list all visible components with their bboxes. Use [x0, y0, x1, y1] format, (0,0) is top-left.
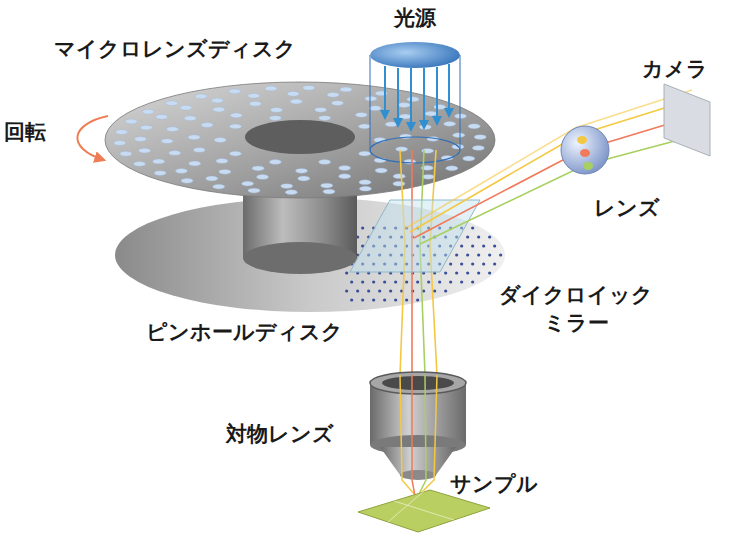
rotation-label: 回転 — [4, 118, 46, 146]
mirror-label: ダイクロイック ミラー — [486, 281, 666, 338]
camera-label: カメラ — [642, 55, 708, 83]
objective-label: 対物レンズ — [226, 420, 334, 448]
disk-label: マイクロレンズディスク — [54, 35, 296, 63]
disk-label: ピンホールディスク — [146, 318, 343, 346]
sample-label: サンプル — [450, 470, 538, 498]
lens-label: レンズ — [594, 194, 660, 222]
source-label: 光源 — [394, 4, 436, 32]
